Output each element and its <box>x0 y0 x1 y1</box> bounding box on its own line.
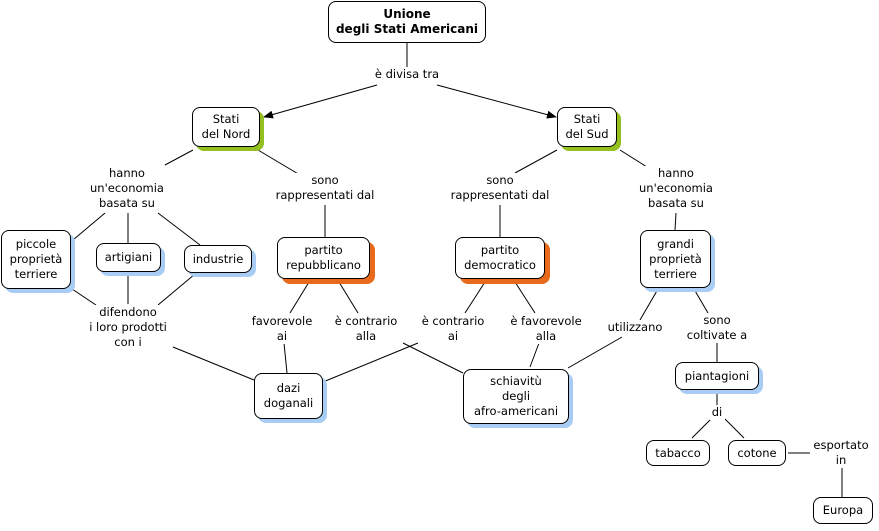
link-rep-contrario <box>338 281 359 314</box>
link-industrie-difendono <box>157 273 196 306</box>
link-grandi-utilizzano <box>639 288 659 321</box>
link-label-sud-rappresentati: sono rappresentati dal <box>448 173 552 203</box>
link-label-utilizzano: utilizzano <box>605 320 665 335</box>
link-divisa-sud <box>436 84 557 119</box>
link-label-rep-favorevole: favorevole ai <box>249 314 315 344</box>
link-label-sud-economia: hanno un'economia basata su <box>637 166 715 211</box>
link-economia-piccole <box>72 212 106 241</box>
link-label-nord-economia: hanno un'economia basata su <box>88 166 166 211</box>
link-grandi-coltivate <box>693 288 709 314</box>
link-favorevole-dazi <box>283 342 288 374</box>
concept-stati-sud[interactable]: Stati del Sud <box>557 107 617 147</box>
link-utilizzano-schiavitu <box>567 336 623 369</box>
link-label-dem-favorevole: è favorevole alla <box>508 314 584 344</box>
link-label-di: di <box>709 405 725 420</box>
link-contrario-schiavitu <box>402 342 464 374</box>
concept-piccole-proprieta[interactable]: piccole proprietà terriere <box>1 230 71 289</box>
link-economia-grandi <box>674 212 677 231</box>
link-dem-contrario-dazi <box>322 342 419 383</box>
link-di-tabacco <box>691 418 712 439</box>
link-sud-economia <box>619 149 648 168</box>
concept-schiavitu[interactable]: schiavitù degli afro-americani <box>463 369 569 424</box>
link-difendono-dazi <box>172 346 255 381</box>
concept-europa[interactable]: Europa <box>813 497 873 524</box>
concept-industrie[interactable]: industrie <box>184 245 252 273</box>
link-divisa-nord <box>263 84 378 119</box>
concept-stati-nord[interactable]: Stati del Nord <box>192 107 260 147</box>
link-label-rep-contrario: è contrario alla <box>332 314 400 344</box>
link-label-coltivate: sono coltivate a <box>684 313 750 343</box>
link-sud-rappresentati <box>514 149 558 174</box>
concept-partito-repubblicano[interactable]: partito repubblicano <box>277 237 370 279</box>
link-nord-economia <box>164 149 194 166</box>
link-label-divisa: è divisa tra <box>372 67 442 82</box>
link-nord-rappresentati <box>257 149 301 176</box>
link-rep-favorevole <box>289 281 310 314</box>
concept-grandi-proprieta[interactable]: grandi proprietà terriere <box>640 230 711 288</box>
link-dem-favorevole <box>514 281 536 314</box>
concept-partito-democratico[interactable]: partito democratico <box>455 237 545 279</box>
link-label-difendono: difendono i loro prodotti con i <box>87 305 169 350</box>
concept-dazi-doganali[interactable]: dazi doganali <box>254 373 323 419</box>
link-favorevole-schiavitu <box>529 342 540 368</box>
link-label-dem-contrario: è contrario ai <box>419 314 487 344</box>
link-economia-industrie <box>157 212 201 246</box>
link-piccole-difendono <box>71 288 97 306</box>
concept-cotone[interactable]: cotone <box>728 440 786 466</box>
link-dem-contrario <box>464 281 486 314</box>
concept-unione[interactable]: Unione degli Stati Americani <box>328 1 486 43</box>
link-label-nord-rappresentati: sono rappresentati dal <box>273 173 377 203</box>
link-di-cotone <box>724 418 745 439</box>
concept-piantagioni[interactable]: piantagioni <box>675 362 759 390</box>
concept-tabacco[interactable]: tabacco <box>646 440 710 466</box>
concept-artigiani[interactable]: artigiani <box>96 243 161 272</box>
link-label-esportato: esportato in <box>811 438 871 468</box>
